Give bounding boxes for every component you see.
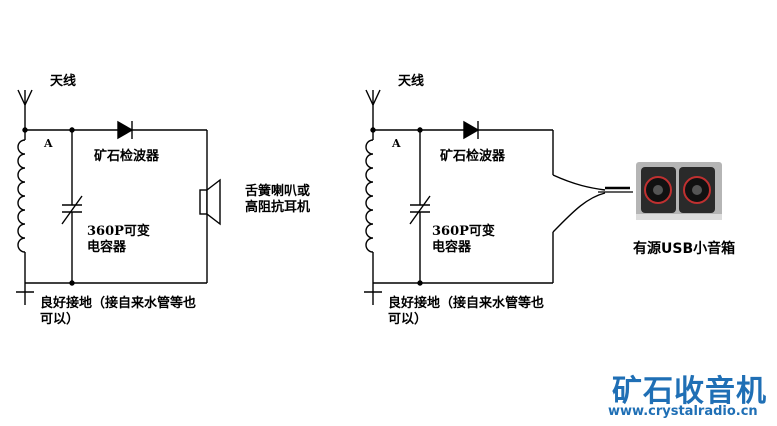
usb-speaker-label: 有源USB小音箱 (633, 241, 736, 257)
left-ground-label-1: 良好接地（接自来水管等也 (40, 296, 197, 311)
left-antenna-symbol (17, 89, 33, 130)
right-ground-label-2: 可以） (388, 312, 428, 327)
right-antenna-symbol (365, 89, 381, 130)
usb-cable (552, 174, 606, 233)
right-antenna-label: 天线 (398, 74, 425, 89)
right-capacitor-label-1: 360P可变 (432, 224, 495, 239)
right-coil-inductor (365, 139, 374, 253)
left-detector-label: 矿石检波器 (94, 149, 160, 164)
left-capacitor-label-1: 360P可变 (87, 224, 150, 239)
right-detector-label: 矿石检波器 (440, 149, 506, 164)
brand-url: www.crystalradio.cn (608, 404, 758, 419)
left-output-label-1: 舌簧喇叭或 (245, 184, 311, 199)
right-ground-label-1: 良好接地（接自来水管等也 (388, 296, 545, 311)
usb-speaker-image (636, 162, 722, 220)
left-speaker-symbol (199, 178, 221, 226)
left-antenna-label: 天线 (50, 74, 77, 89)
right-capacitor-label-2: 电容器 (432, 240, 472, 255)
left-output-label-2: 高阻抗耳机 (245, 200, 311, 215)
left-capacitor-label-2: 电容器 (87, 240, 127, 255)
brand-title: 矿石收音机 (612, 374, 767, 409)
right-node-a-label: A (392, 137, 401, 150)
right-detector-diode (463, 120, 480, 140)
right-capacitor-arrow (409, 195, 431, 225)
left-detector-diode (117, 120, 134, 140)
left-coil-inductor (17, 139, 26, 253)
left-node-a-label: A (44, 137, 53, 150)
left-ground-label-2: 可以） (40, 312, 80, 327)
left-capacitor-arrow (61, 195, 83, 225)
